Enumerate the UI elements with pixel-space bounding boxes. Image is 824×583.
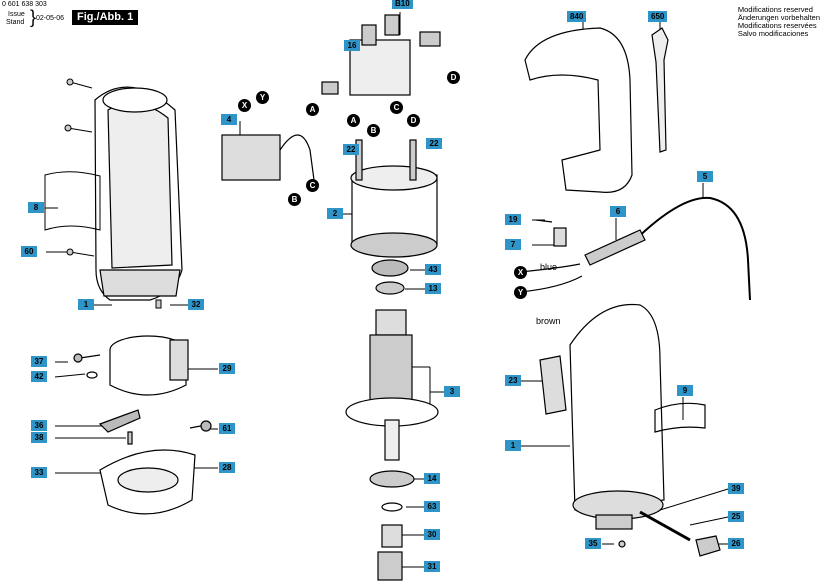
part-label-63: 63 [424,501,440,512]
part-label-25: 25 [728,511,744,522]
part-label-29: 29 [219,363,235,374]
part-label-16: 16 [344,40,360,51]
part-label-1-right: 1 [505,440,521,451]
part-label-28: 28 [219,462,235,473]
part-label-4: 4 [221,114,237,125]
part-label-8: 8 [28,202,44,213]
connector-x-lower: X [514,266,527,279]
note-es: Salvo modificaciones [737,29,809,38]
part-label-7: 7 [505,239,521,250]
connector-d-lower: D [407,114,420,127]
issue-label: Issue [8,11,25,18]
part-label-31: 31 [424,561,440,572]
part-label-36: 36 [31,420,47,431]
note-en: Modifications reserved [737,5,813,14]
figure-title: Fig./Abb. 1 [72,10,139,25]
motor-assembly-drawing [221,14,441,581]
connector-y-lower: Y [514,286,527,299]
part-label-b10: B10 [392,0,413,9]
connector-b-lower: B [288,193,301,206]
connector-b-upper: B [367,124,380,137]
connector-c-upper: C [390,101,403,114]
part-label-35: 35 [585,538,601,549]
connector-d-upper: D [447,71,460,84]
part-label-39: 39 [728,483,744,494]
part-label-9: 9 [677,385,693,396]
screws-left [64,78,162,309]
part-label-38: 38 [31,432,47,443]
housing-left-drawing [94,86,183,301]
connector-c-lower: C [306,179,319,192]
part-label-60: 60 [21,246,37,257]
part-label-43: 43 [425,264,441,275]
part-label-23: 23 [505,375,521,386]
part-label-3: 3 [444,386,460,397]
part-label-840: 840 [567,11,587,22]
connector-y-upper: Y [256,91,269,104]
part-label-6: 6 [610,206,626,217]
note-de: Änderungen vorbehalten [737,13,820,22]
part-label-14: 14 [424,473,440,484]
part-label-19: 19 [505,214,521,225]
connector-a-lower: A [347,114,360,127]
part-label-1-left: 1 [78,299,94,310]
part-label-13: 13 [425,283,441,294]
part-label-37: 37 [31,356,47,367]
label-sheet-left [44,171,101,231]
part-label-650: 650 [648,11,668,22]
connector-x-upper: X [238,99,251,112]
part-label-2: 2 [327,208,343,219]
stand-label: Stand [6,19,25,26]
note-fr: Modifications reservées [737,21,817,30]
connector-a-upper: A [306,103,319,116]
part-label-5: 5 [697,171,713,182]
wire-brown-label: brown [536,316,561,326]
part-label-22-left: 22 [343,144,359,155]
part-label-61: 61 [219,423,235,434]
document-number: 0 601 638 303 [2,1,47,8]
modification-notes: Modifications reserved Änderungen vorbeh… [738,6,820,38]
housing-right-drawing [539,303,721,557]
part-label-26: 26 [728,538,744,549]
issue-date: 02-05-06 [36,15,65,22]
part-label-32: 32 [188,299,204,310]
guide-housing-drawing [73,335,212,515]
part-label-22-right: 22 [426,138,442,149]
part-label-33: 33 [31,467,47,478]
brace-glyph: } [30,7,37,27]
part-label-30: 30 [424,529,440,540]
handle-and-cable-drawing [519,27,751,301]
part-label-42: 42 [31,371,47,382]
wire-blue-label: blue [540,262,558,272]
